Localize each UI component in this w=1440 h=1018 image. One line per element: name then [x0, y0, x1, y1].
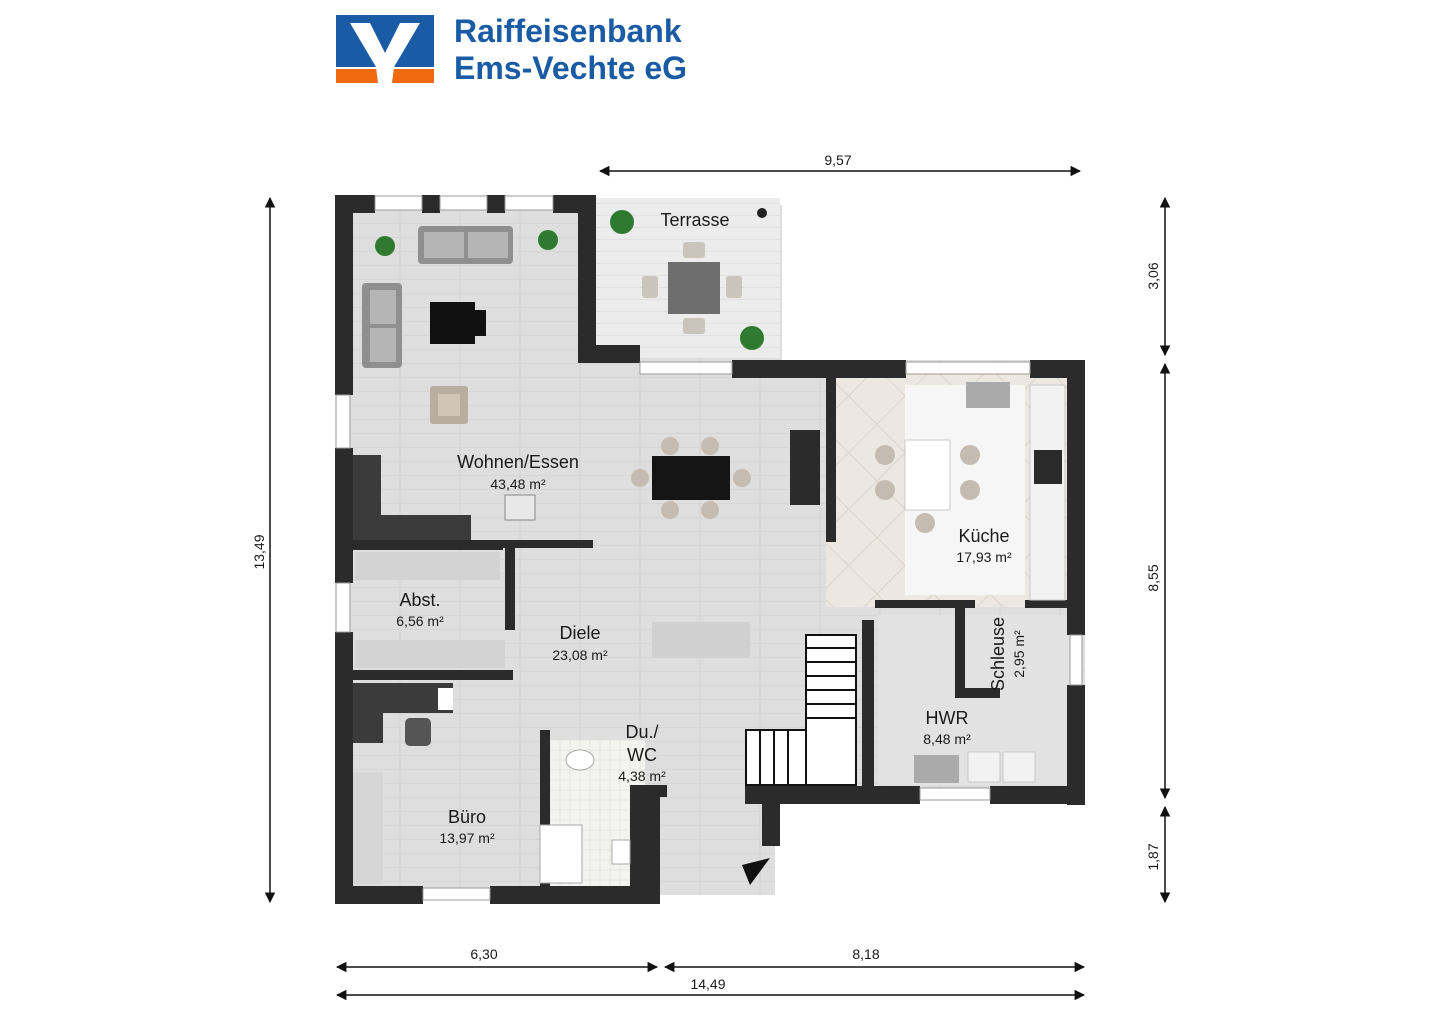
terrace-table-icon	[668, 262, 720, 314]
dining-table-icon	[652, 456, 730, 500]
desk-icon	[353, 683, 453, 713]
stove-icon	[1034, 450, 1062, 484]
plant-icon	[375, 236, 395, 256]
room-area-abst: 6,56 m²	[396, 613, 444, 629]
room-label-kueche: Küche	[958, 526, 1009, 546]
room-area-schleuse: 2,95 m²	[1011, 630, 1027, 678]
plant-icon	[740, 326, 764, 350]
room-labels: Wohnen/Essen 43,48 m² Terrasse Küche 17,…	[396, 210, 1027, 846]
room-label-duwc-2: WC	[627, 745, 657, 765]
dim-label-bottom-right: 8,18	[852, 946, 879, 962]
dim-label-bottom-total: 14,49	[690, 976, 725, 992]
walls	[335, 195, 1085, 904]
plant-icon	[538, 230, 558, 250]
room-label-buero: Büro	[448, 807, 486, 827]
windows	[335, 195, 1083, 901]
room-area-wohnen: 43,48 m²	[490, 476, 546, 492]
brand-name-line1: Raiffeisenbank	[454, 13, 682, 49]
dim-label-left: 13,49	[251, 534, 267, 569]
raiffeisen-logo-icon	[336, 15, 434, 83]
dim-label-right-top: 3,06	[1145, 262, 1161, 289]
room-label-wohnen: Wohnen/Essen	[457, 452, 579, 472]
shelf-icon	[355, 640, 505, 668]
room-label-terrasse: Terrasse	[660, 210, 729, 230]
toilet-icon	[565, 749, 595, 771]
washbasin-icon	[611, 839, 631, 865]
dim-label-right-middle: 8,55	[1145, 564, 1161, 591]
entrance-arrow-icon	[742, 858, 770, 885]
furniture	[353, 208, 1066, 885]
room-label-duwc: Du./	[625, 722, 658, 742]
utility-sink-icon	[914, 755, 959, 783]
room-area-duwc: 4,38 m²	[618, 768, 666, 784]
coffee-table-icon	[430, 302, 475, 344]
brand-logo: Raiffeisenbank Ems-Vechte eG	[336, 13, 736, 87]
sink-icon	[966, 382, 1010, 408]
brand-name-line2: Ems-Vechte eG	[454, 50, 687, 86]
room-area-diele: 23,08 m²	[552, 647, 608, 663]
dim-label-bottom-left: 6,30	[470, 946, 497, 962]
room-area-hwr: 8,48 m²	[923, 731, 971, 747]
kitchen-island-icon	[904, 439, 951, 511]
dimension-lines	[264, 165, 1171, 1001]
room-label-diele: Diele	[559, 623, 600, 643]
dimension-labels: 9,57 13,49 3,06 8,55 1,87 6,30 8,18 14,4…	[251, 152, 1161, 992]
bench-icon	[652, 622, 750, 658]
plant-icon	[610, 210, 634, 234]
sideboard-icon	[353, 455, 381, 540]
dim-label-right-bottom: 1,87	[1145, 843, 1161, 870]
room-label-abst: Abst.	[399, 590, 440, 610]
dim-label-top: 9,57	[824, 152, 851, 168]
shelf-icon	[355, 552, 500, 580]
room-label-schleuse: Schleuse	[988, 617, 1008, 691]
kitchen-counter-icon	[1029, 384, 1066, 601]
brand-name: Raiffeisenbank Ems-Vechte eG	[454, 13, 687, 87]
room-area-buero: 13,97 m²	[439, 830, 495, 846]
room-area-kueche: 17,93 m²	[956, 549, 1012, 565]
room-label-hwr: HWR	[926, 708, 969, 728]
cabinet-icon	[353, 772, 383, 884]
office-chair-icon	[405, 718, 431, 746]
shower-icon	[539, 824, 583, 884]
staircase-icon	[745, 634, 857, 786]
